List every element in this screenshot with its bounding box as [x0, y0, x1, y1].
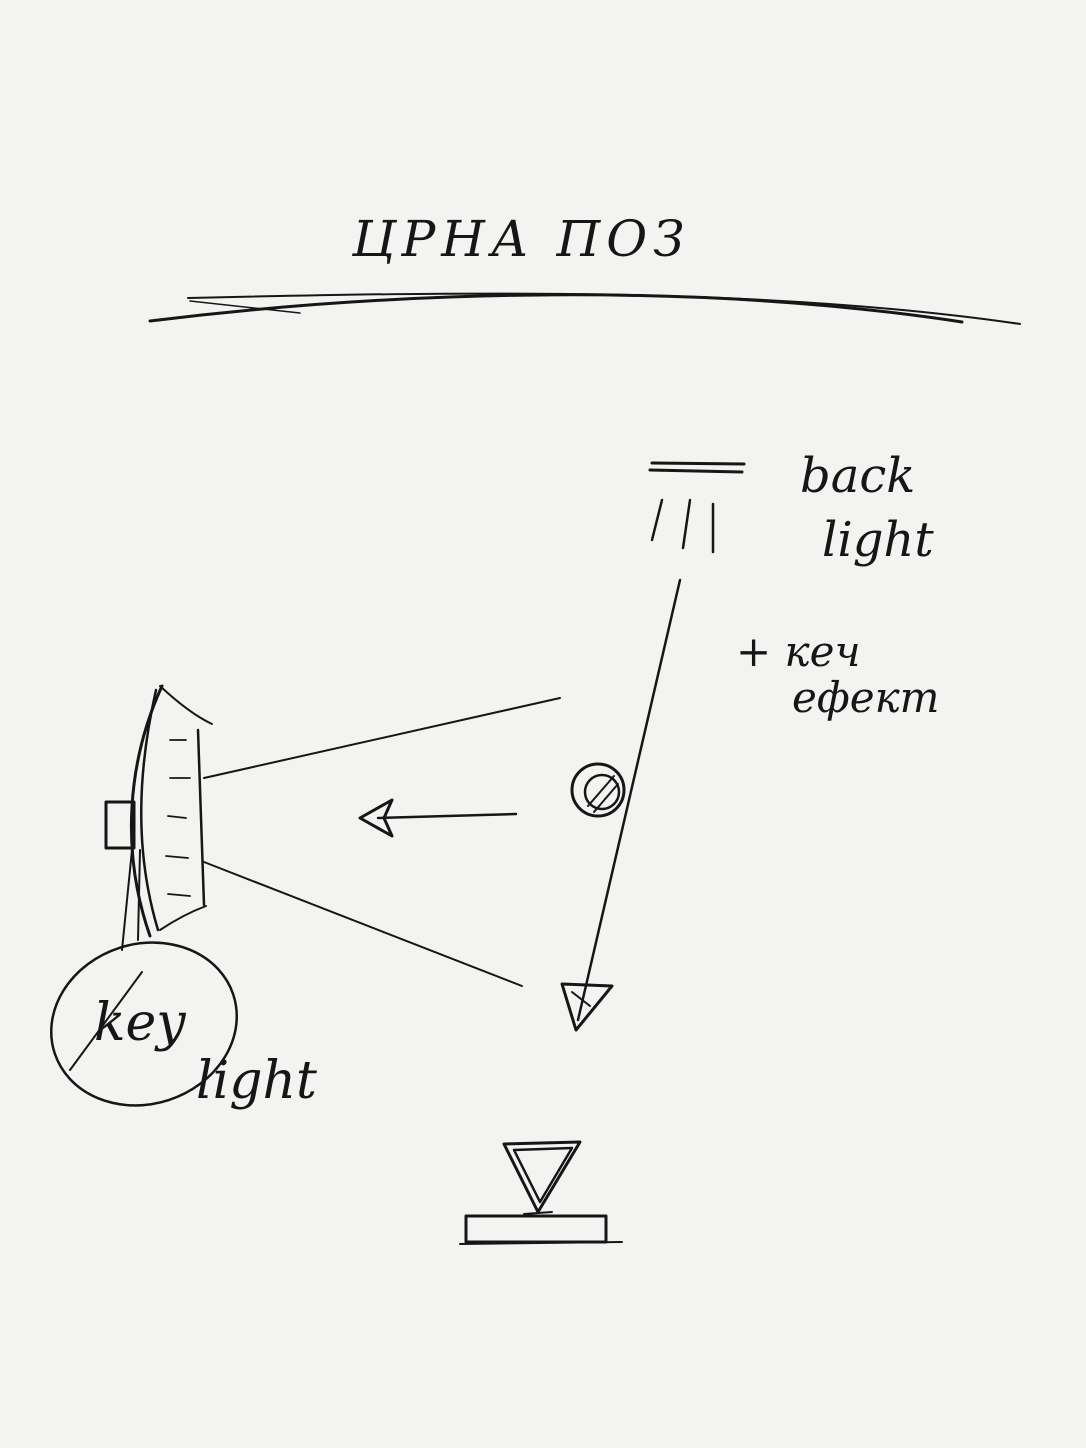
diagram-title: ЦРНА ПОЗ: [351, 210, 690, 268]
arrow-icon-camera-side: [560, 982, 614, 1032]
subject-head-icon: [570, 762, 626, 818]
camera-icon: [459, 1140, 623, 1245]
title-underline: [148, 292, 1021, 325]
key-effect-label-line1: + кеч: [736, 627, 861, 676]
key-light-label-line1: key: [94, 993, 186, 1053]
key-light-beam: [203, 697, 561, 987]
key-light-callout: [49, 941, 239, 1107]
backlight-fixture-icon: [648, 461, 746, 554]
softbox-key-light-icon: [104, 684, 213, 951]
back-light-label-line2: light: [822, 512, 934, 568]
backlight-beam: [576, 578, 682, 1022]
arrow-icon: [358, 798, 518, 838]
back-light-label-line1: back: [800, 448, 915, 504]
key-effect-label-line2: ефект: [792, 673, 940, 722]
key-light-label-line2: light: [196, 1051, 317, 1111]
